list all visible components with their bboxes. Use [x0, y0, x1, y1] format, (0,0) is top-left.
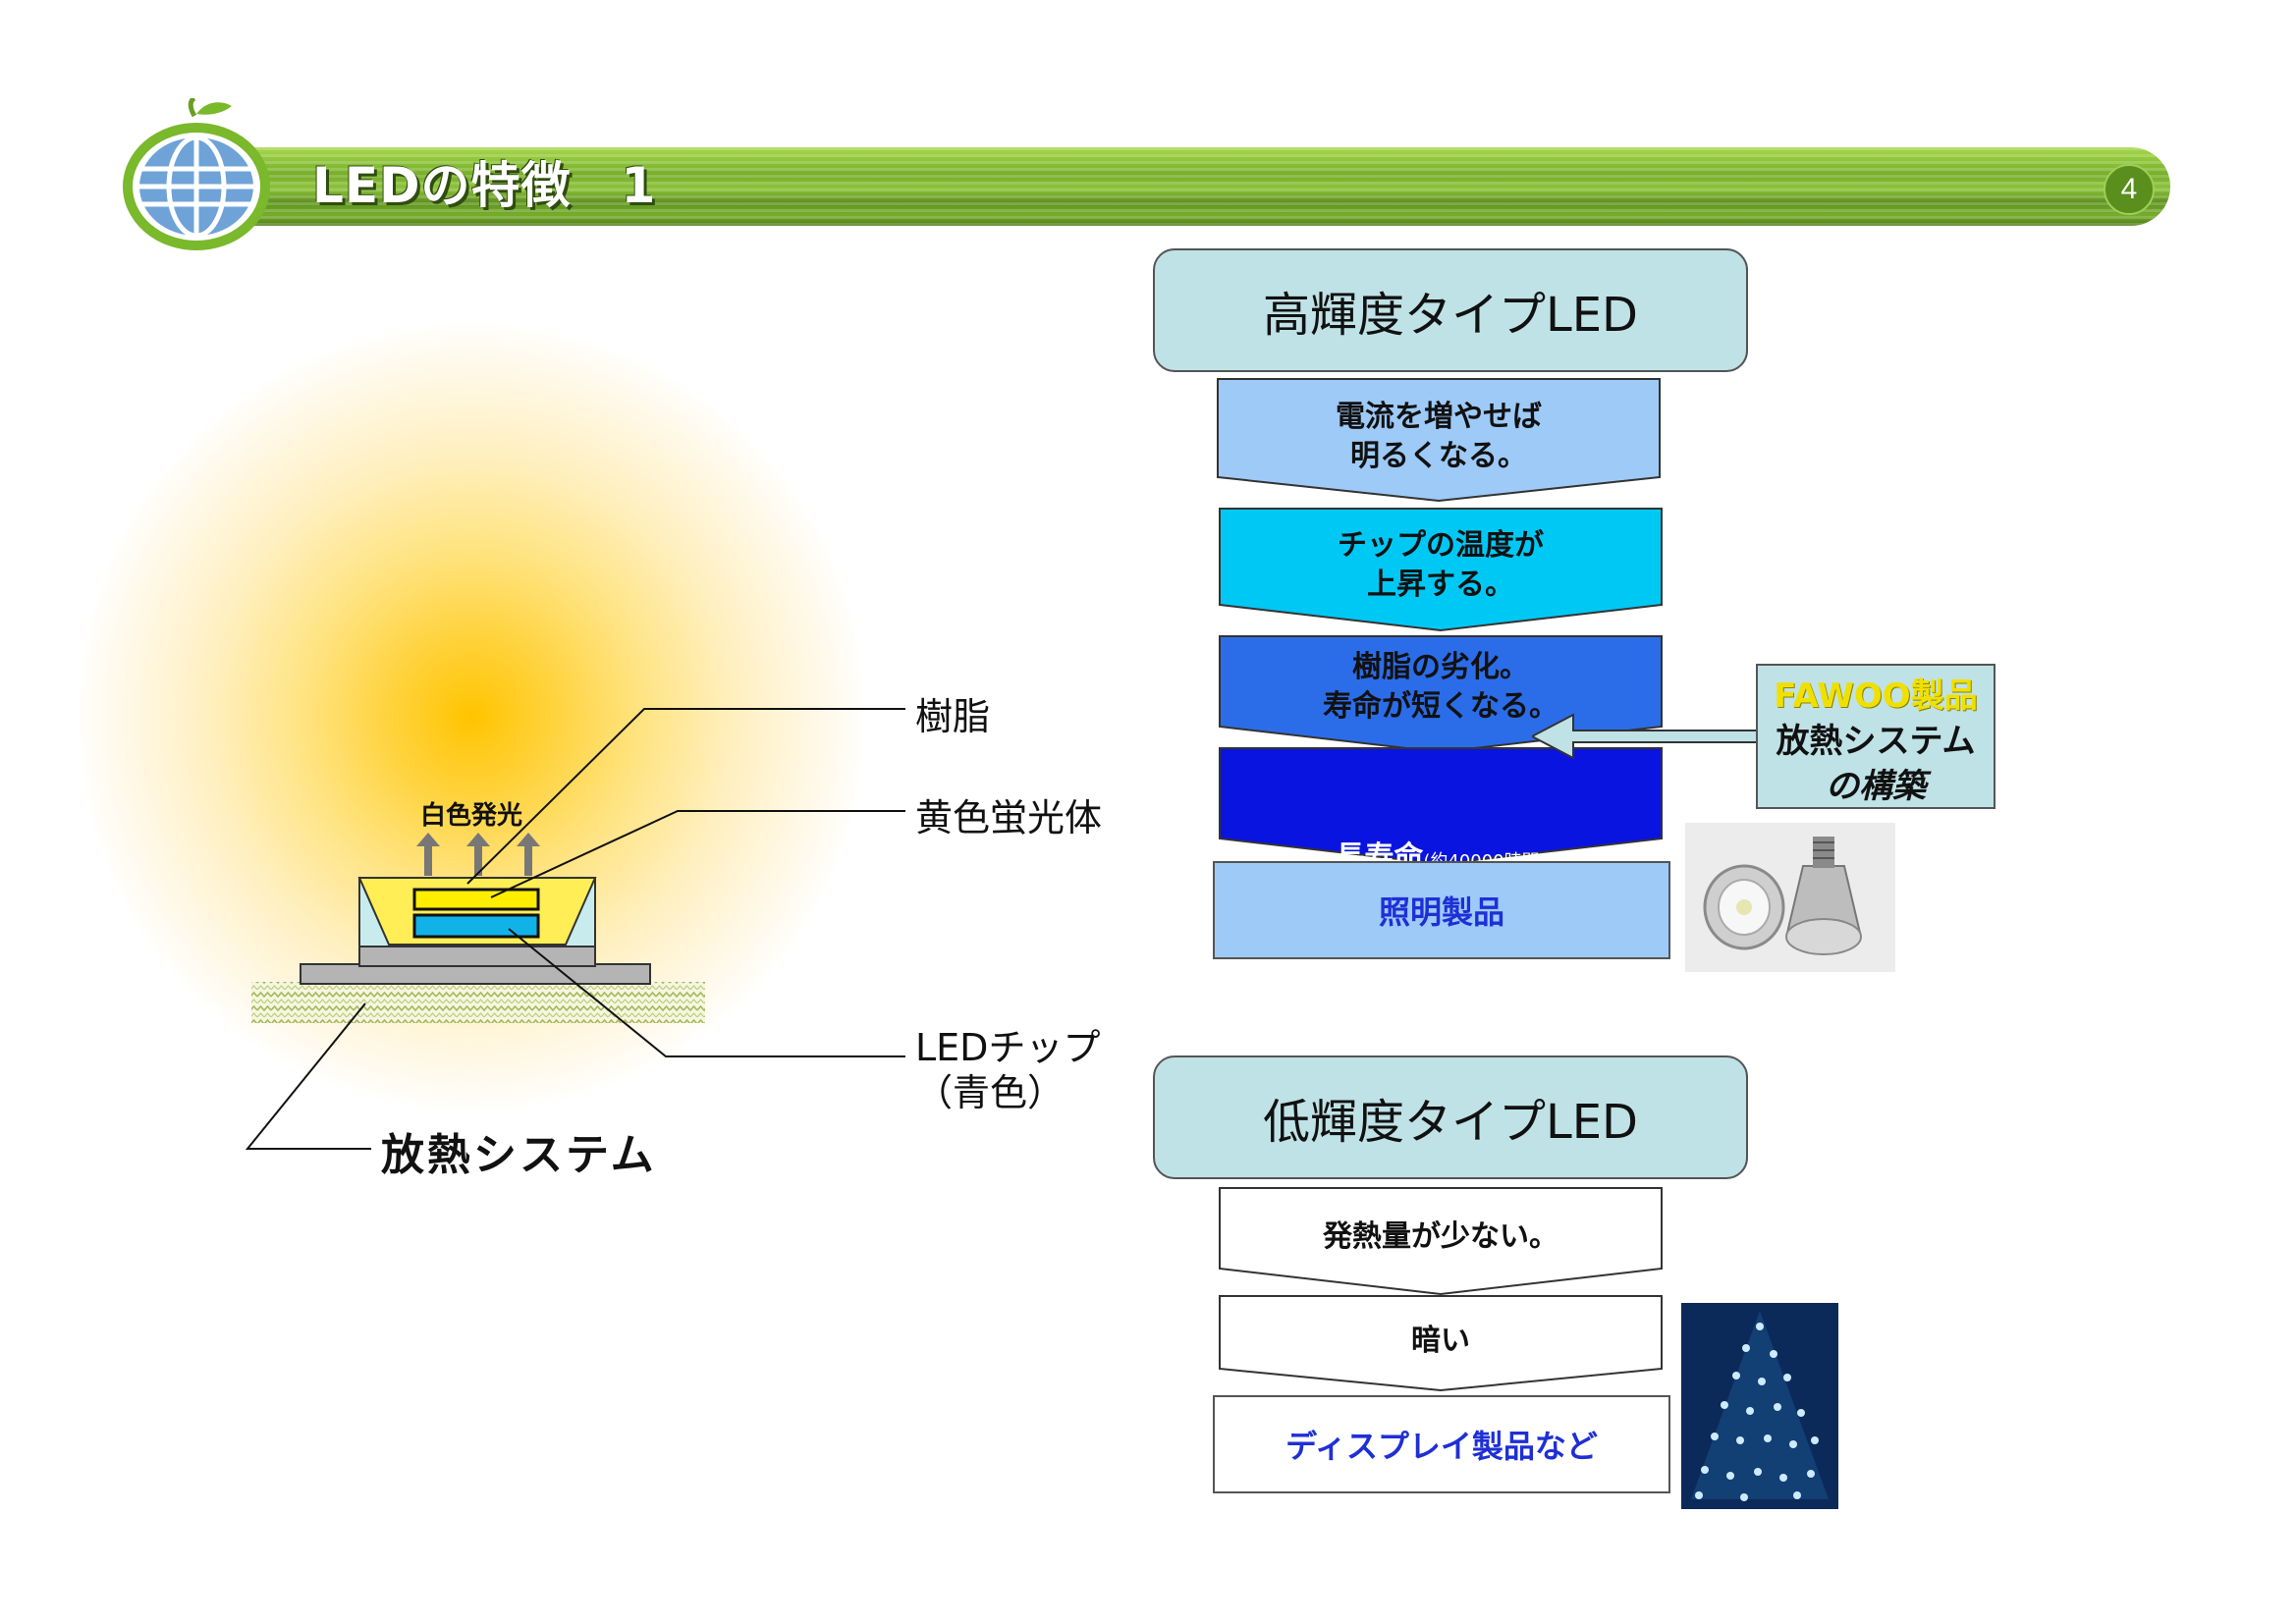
low-step-2-shape: [1219, 1295, 1663, 1392]
leader-resin: [466, 708, 905, 885]
step-1-shape: [1217, 378, 1661, 503]
led-lamp-photo: [1685, 823, 1895, 972]
low-step-2-text: 暗い: [1411, 1324, 1470, 1358]
header-stripes: [246, 147, 2170, 226]
fawoo-line-2: の構築: [1826, 767, 1926, 806]
page-title: LEDの特徴 1: [312, 157, 657, 214]
leader-chip: [508, 928, 905, 1057]
phosphor-label: 黄色蛍光体: [915, 796, 1103, 839]
header-bar: [246, 147, 2170, 226]
emission-arrows: [416, 833, 540, 876]
low-step-1-text: 発熱量が少ない。: [1323, 1219, 1558, 1254]
phosphor-layer: [412, 888, 540, 911]
step-2-text: チップの温度が 上昇する。: [1338, 528, 1544, 602]
lighting-product-box: 照明製品: [1213, 861, 1670, 959]
resin-label: 樹脂: [915, 695, 991, 738]
flow-arrows: [1217, 378, 1663, 1392]
step-2-shape: [1219, 508, 1663, 632]
low-step-1-shape: [1219, 1187, 1663, 1296]
step-4-shape: [1219, 747, 1663, 866]
step-3-text: 樹脂の劣化。 寿命が短くなる。: [1323, 650, 1558, 724]
led-chip: [412, 913, 540, 939]
long-life-line2: 明るさアップ！: [1338, 962, 1544, 997]
fawoo-system-box: FAWOO製品 放熱システム の構築: [1756, 664, 1995, 809]
leader-phosphor: [490, 810, 905, 898]
fawoo-arrow-icon: [1532, 713, 1760, 760]
led-tree-photo: [1681, 1303, 1838, 1509]
step-1-text: 電流を増やせば 明るくなる。: [1336, 400, 1542, 473]
heat-sink: [251, 982, 705, 1023]
white-emission-label: 白色発光: [420, 801, 523, 831]
heat-system-label: 放熱システム: [381, 1130, 657, 1180]
page-number: 4: [2104, 164, 2155, 215]
chip-label: LEDチップ （青色）: [915, 1026, 1101, 1114]
led-structure-diagram: [245, 708, 905, 1150]
display-product-box: ディスプレイ製品など: [1213, 1395, 1670, 1493]
high-brightness-title: 高輝度タイプLED: [1153, 248, 1748, 372]
fawoo-brand: FAWOO製品: [1774, 676, 1978, 716]
globe-logo-icon: [123, 98, 270, 250]
low-brightness-title: 低輝度タイプLED: [1153, 1055, 1748, 1179]
leader-heat: [245, 1002, 371, 1150]
fawoo-line-1: 放熱システム: [1776, 722, 1976, 761]
package-substrate: [358, 944, 596, 967]
